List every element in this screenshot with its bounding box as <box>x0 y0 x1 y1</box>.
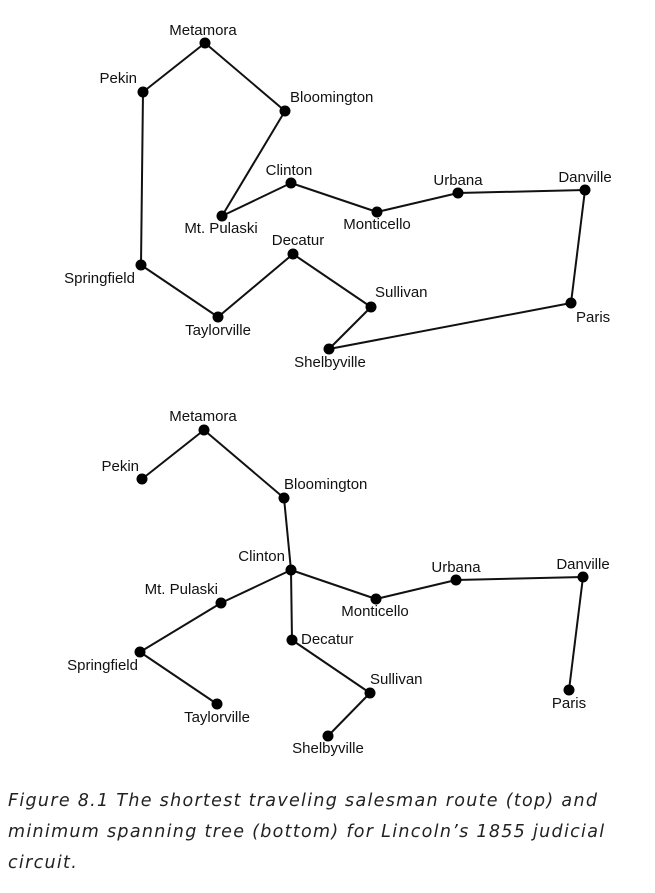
node-metamora <box>198 424 210 436</box>
edge-pekin-metamora <box>142 42 206 93</box>
node-label-clinton: Clinton <box>238 548 285 565</box>
node-sullivan <box>364 687 376 699</box>
edge-metamora-bloomington <box>203 429 285 499</box>
node-urbana <box>452 187 464 199</box>
edge-clinton-monticello <box>290 182 378 213</box>
edge-taylorville-springfield <box>140 264 219 318</box>
node-label-mt-pulaski: Mt. Pulaski <box>145 581 218 598</box>
node-monticello <box>371 206 383 218</box>
edge-springfield-taylorville <box>139 651 218 705</box>
edge-clinton-monticello <box>290 569 377 600</box>
node-label-pekin: Pekin <box>101 458 139 475</box>
node-label-monticello: Monticello <box>343 216 411 233</box>
node-urbana <box>450 574 462 586</box>
node-springfield <box>134 646 146 658</box>
edge-mt-pulaski-clinton <box>221 182 292 217</box>
node-metamora <box>199 37 211 49</box>
node-pekin <box>136 473 148 485</box>
node-mt-pulaski <box>216 210 228 222</box>
edge-clinton-mt-pulaski <box>220 569 292 604</box>
node-clinton <box>285 177 297 189</box>
edge-metamora-bloomington <box>204 42 286 112</box>
node-danville <box>579 184 591 196</box>
node-label-danville: Danville <box>558 169 611 186</box>
edge-monticello-urbana <box>375 579 457 600</box>
node-label-sullivan: Sullivan <box>375 284 428 301</box>
edge-decatur-sullivan <box>291 639 371 694</box>
edge-monticello-urbana <box>376 192 459 213</box>
edge-springfield-pekin <box>140 91 144 266</box>
edge-sullivan-shelbyville <box>327 692 371 737</box>
node-label-metamora: Metamora <box>169 408 237 425</box>
node-label-shelbyville: Shelbyville <box>294 354 366 371</box>
node-label-urbana: Urbana <box>433 172 483 189</box>
edge-decatur-taylorville <box>217 253 294 318</box>
node-label-urbana: Urbana <box>431 559 481 576</box>
edge-shelbyville-sullivan <box>328 306 372 350</box>
edge-paris-shelbyville <box>328 302 572 350</box>
node-label-bloomington: Bloomington <box>284 476 367 493</box>
node-label-paris: Paris <box>576 309 610 326</box>
node-label-springfield: Springfield <box>67 657 138 674</box>
node-springfield <box>135 259 147 271</box>
node-label-mt-pulaski: Mt. Pulaski <box>184 220 257 237</box>
node-pekin <box>137 86 149 98</box>
node-label-decatur: Decatur <box>272 232 325 249</box>
node-taylorville <box>212 311 224 323</box>
edge-bloomington-clinton <box>283 497 292 571</box>
node-label-springfield: Springfield <box>64 270 135 287</box>
node-label-metamora: Metamora <box>169 22 237 39</box>
edge-clinton-decatur <box>290 569 293 641</box>
edge-bloomington-mt-pulaski <box>221 110 286 217</box>
edge-danville-paris <box>570 189 586 304</box>
node-label-taylorville: Taylorville <box>185 322 251 339</box>
node-label-bloomington: Bloomington <box>290 89 373 106</box>
edge-sullivan-decatur <box>292 253 372 308</box>
node-paris <box>563 684 575 696</box>
node-bloomington <box>279 105 291 117</box>
node-clinton <box>285 564 297 576</box>
node-mt-pulaski <box>215 597 227 609</box>
edge-urbana-danville <box>455 576 584 581</box>
node-decatur <box>287 248 299 260</box>
node-shelbyville <box>323 343 335 355</box>
node-danville <box>577 571 589 583</box>
node-label-taylorville: Taylorville <box>184 709 250 726</box>
node-label-danville: Danville <box>556 556 609 573</box>
node-label-pekin: Pekin <box>99 70 137 87</box>
node-taylorville <box>211 698 223 710</box>
node-decatur <box>286 634 298 646</box>
edge-mt-pulaski-springfield <box>139 602 222 653</box>
node-label-decatur: Decatur <box>301 631 354 648</box>
node-bloomington <box>278 492 290 504</box>
node-monticello <box>370 593 382 605</box>
edge-urbana-danville <box>457 189 586 194</box>
node-paris <box>565 297 577 309</box>
edge-pekin-metamora <box>141 429 205 480</box>
node-label-sullivan: Sullivan <box>370 671 423 688</box>
edge-danville-paris <box>568 576 584 691</box>
node-label-monticello: Monticello <box>341 603 409 620</box>
node-label-clinton: Clinton <box>266 162 313 179</box>
node-label-shelbyville: Shelbyville <box>292 740 364 757</box>
figure-caption: Figure 8.1 The shortest traveling salesm… <box>8 791 606 873</box>
node-shelbyville <box>322 730 334 742</box>
node-label-paris: Paris <box>552 695 586 712</box>
node-sullivan <box>365 301 377 313</box>
